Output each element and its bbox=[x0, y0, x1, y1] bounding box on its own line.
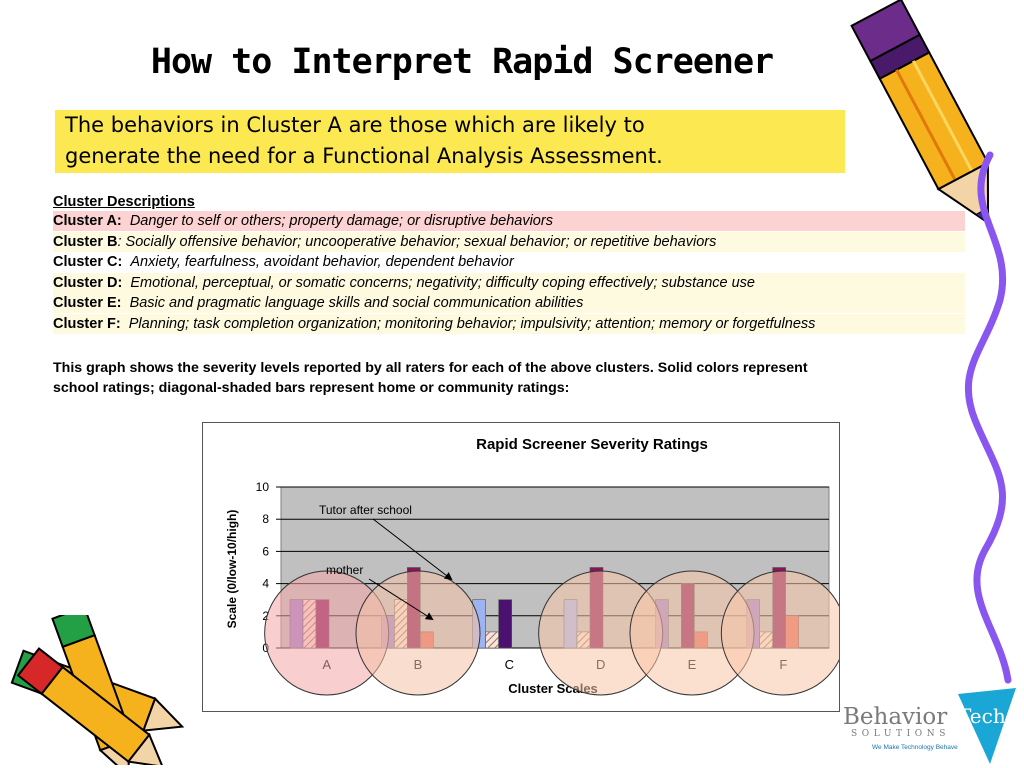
cluster-descriptions: Cluster Descriptions Cluster A: Danger t… bbox=[53, 194, 965, 335]
highlight-circle-B bbox=[355, 570, 481, 696]
cluster-text: Planning; task completion organization; … bbox=[128, 315, 816, 332]
cluster-name: Cluster B bbox=[53, 233, 118, 250]
y-tick-label: 10 bbox=[256, 480, 270, 494]
severity-chart: Rapid Screener Severity Ratings Scale (0… bbox=[202, 422, 846, 712]
x-tick-label: C bbox=[505, 657, 514, 672]
bar-C-2 bbox=[498, 599, 512, 649]
graph-intro-line-1: This graph shows the severity levels rep… bbox=[53, 360, 808, 376]
cluster-name: Cluster E: bbox=[53, 295, 122, 312]
cluster-name: Cluster A: bbox=[53, 213, 122, 229]
cluster-text: Emotional, perceptual, or somatic concer… bbox=[130, 274, 755, 291]
annotations: Tutor after school mother bbox=[319, 503, 453, 621]
annotation-arrow-mother bbox=[368, 578, 434, 621]
cluster-row-b: Cluster B: Socially offensive behavior; … bbox=[53, 231, 965, 252]
page-title: How to Interpret Rapid Screener bbox=[150, 42, 774, 82]
cluster-text: Anxiety, fearfulness, avoidant behavior,… bbox=[130, 254, 514, 271]
cluster-text: Danger to self or others; property damag… bbox=[129, 213, 553, 229]
pencil-icon bbox=[850, 0, 990, 225]
callout-line-1: The behaviors in Cluster A are those whi… bbox=[65, 113, 645, 137]
cluster-row-c: Cluster C: Anxiety, fearfulness, avoidan… bbox=[53, 252, 965, 273]
y-tick-label: 4 bbox=[262, 577, 269, 591]
logo-tagline: We Make Technology Behave bbox=[872, 744, 958, 751]
logo-mark-icon bbox=[958, 688, 1016, 764]
chart-ylabel: Scale (0/low-10/high) bbox=[225, 510, 239, 629]
y-tick-label: 0 bbox=[262, 641, 269, 655]
cluster-name: Cluster F: bbox=[53, 315, 121, 332]
graph-intro-line-2: school ratings; diagonal-shaded bars rep… bbox=[53, 380, 570, 396]
company-logo: Behavior Tech SOLUTIONS We Make Technolo… bbox=[840, 686, 1024, 766]
squiggle-icon bbox=[964, 151, 1012, 684]
cluster-row-d: Cluster D: Emotional, perceptual, or som… bbox=[53, 272, 965, 293]
cluster-name: Cluster D: bbox=[53, 274, 123, 291]
logo-name-2: Tech bbox=[958, 704, 1006, 728]
callout-line-2: generate the need for a Functional Analy… bbox=[65, 144, 663, 168]
highlight-circle-F bbox=[720, 570, 846, 696]
logo-sub: SOLUTIONS bbox=[851, 729, 950, 739]
annotation-mother: mother bbox=[326, 563, 363, 577]
crossed-pencils-icon bbox=[10, 615, 185, 765]
cluster-row-f: Cluster F: Planning; task completion org… bbox=[53, 313, 965, 334]
callout-box: The behaviors in Cluster A are those whi… bbox=[55, 110, 845, 173]
highlight-circles bbox=[264, 570, 846, 696]
y-tick-label: 6 bbox=[262, 544, 269, 558]
annotation-tutor: Tutor after school bbox=[319, 503, 412, 517]
bar-C-1 bbox=[485, 631, 499, 649]
y-tick-label: 2 bbox=[262, 609, 269, 623]
descriptions-heading: Cluster Descriptions bbox=[53, 194, 195, 210]
cluster-text: Basic and pragmatic language skills and … bbox=[129, 295, 584, 312]
cluster-text: : Socially offensive behavior; uncoopera… bbox=[117, 233, 717, 250]
y-tick-label: 8 bbox=[262, 512, 269, 526]
annotation-arrow-tutor bbox=[372, 518, 453, 581]
chart-title: Rapid Screener Severity Ratings bbox=[476, 436, 708, 453]
cluster-row-e: Cluster E: Basic and pragmatic language … bbox=[53, 293, 965, 314]
logo-name: Behavior bbox=[843, 704, 948, 730]
chart-svg: Rapid Screener Severity Ratings Scale (0… bbox=[225, 436, 846, 696]
cluster-name: Cluster C: bbox=[53, 254, 123, 271]
graph-intro: This graph shows the severity levels rep… bbox=[53, 358, 983, 398]
cluster-row-a: Cluster A: Danger to self or others; pro… bbox=[53, 211, 965, 231]
